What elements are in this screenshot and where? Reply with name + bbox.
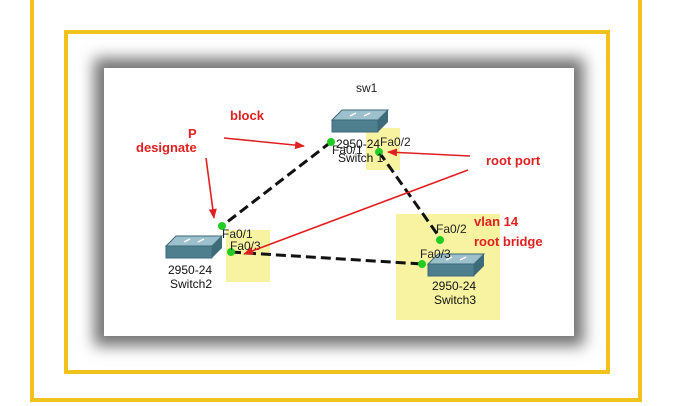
port-label-s1-fa02: Fa0/2 [380,135,411,149]
arrow-root-port-switch1 [387,148,471,157]
switch3-icon[interactable] [426,253,486,277]
switch1-name: Switch 1 [338,151,384,165]
sw1-label: sw1 [356,81,378,95]
port-label-s2-fa01: Fa0/1 [222,227,253,241]
switch3-name: Switch3 [434,293,476,307]
annotation-designate-marker: P [188,126,197,141]
switch2-icon[interactable] [164,235,224,259]
annotation-root-port: root port [486,153,541,168]
annotation-vlan: vlan 14 [474,214,519,229]
switch2-model: 2950-24 [168,263,212,277]
port-dot-s2-fa01 [218,222,226,230]
port-dot-s1-fa02 [375,148,383,156]
switch2-highlight [226,230,270,282]
port-dot-s2-fa03 [227,248,235,256]
arrow-root-port-switch2 [243,169,469,255]
port-label-s3-fa02: Fa0/2 [436,222,467,236]
port-label-s2-fa03: Fa0/3 [230,239,261,253]
arrow-block [223,137,305,150]
switch2-name: Switch2 [170,277,212,291]
switch1-icon[interactable] [330,109,390,133]
arrow-designate [205,157,217,219]
port-dot-s1-fa01 [327,138,335,146]
port-dot-s3-fa02 [436,236,444,244]
annotation-root-bridge: root bridge [474,234,543,249]
port-dot-s3-fa03 [418,260,426,268]
annotation-block: block [230,108,265,123]
port-label-s3-fa03: Fa0/3 [420,247,451,261]
link-switch2-switch3 [230,250,423,266]
switch1-model: 2950-24 [336,137,380,151]
link-switch1-switch3 [377,151,442,239]
annotation-designate: designate [136,140,197,155]
port-label-s1-fa01: Fa0/1 [332,143,363,157]
link-switch1-switch2 [221,140,332,228]
switch3-model: 2950-24 [432,279,476,293]
